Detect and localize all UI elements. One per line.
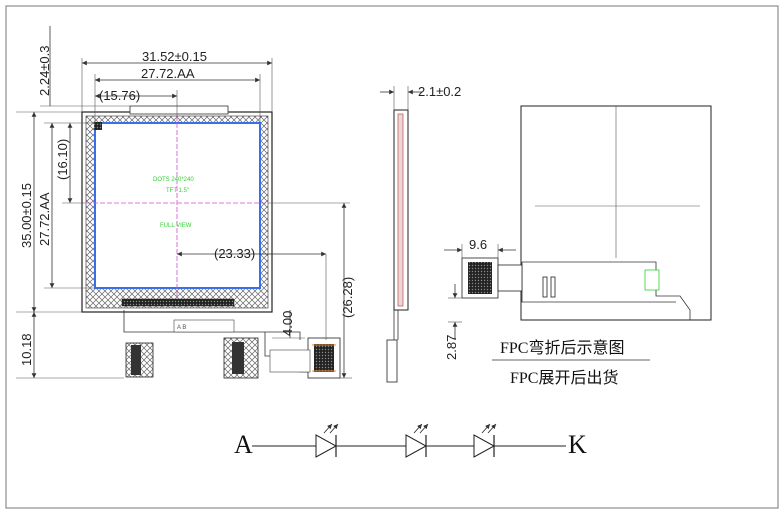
dim-width-aa: 27.72.AA [141,66,195,81]
side-view: 2.1±0.2 [380,84,461,383]
dim-fpc-width: 4.00 [280,311,295,336]
caption-bent: FPC弯折后示意图 [500,338,624,357]
screen-text-dots: DOTS 240*240 [153,177,194,183]
stiffener-right-dark [232,342,244,374]
led-diode-1 [315,423,339,458]
dim-thickness: 2.1±0.2 [418,84,461,99]
active-area [94,122,261,289]
dim-top-offset: 2.24±0.3 [37,45,52,96]
screen-text-tft: TFT 1.5" [166,188,189,194]
anode-label: A [234,430,253,459]
dim-fpc-offset: (23.33) [214,246,255,261]
sheet-border [5,5,779,509]
back-view: 9.6 2.87 FPC弯折后示意图 FPC展开后出货 [444,105,712,387]
back-fpc-slot-1 [542,276,548,298]
top-tab [129,105,229,115]
dim-height-aa: 27.72.AA [37,192,52,246]
screen-text-view: FULL VIEW [160,223,192,229]
corner-marker [94,122,102,130]
dim-connector-height: 2.87 [444,335,459,360]
dim-connector-width: 9.6 [469,237,487,252]
led-diode-3 [473,423,497,458]
front-view: DOTS 240*240 TFT 1.5" FULL VIEW A B 31.5… [16,26,355,379]
dim-center-x: (15.76) [99,88,140,103]
dim-fpc-tail: 10.18 [19,333,34,366]
fpc-sub-panel [173,319,235,333]
led-diode-2 [405,423,429,458]
pad-strip [121,298,235,307]
back-connector-pins [468,262,492,294]
fpc-connector-pins [314,344,334,372]
cathode-label: K [568,430,587,459]
side-fpc-stiffener [386,339,398,383]
back-connector-neck [497,264,523,292]
side-glass [397,113,404,307]
dim-width-outline: 31.52±0.15 [142,49,207,64]
dim-height-outline: 35.00±0.15 [19,183,34,248]
dim-center-y: (16.10) [55,139,70,180]
caption-flat: FPC展开后出货 [510,369,618,387]
back-fpc-chip [644,269,660,291]
back-fpc-slot-2 [550,276,556,298]
fpc-tail [269,349,311,373]
fpc-label: A B [177,325,186,331]
led-circuit: A K [234,423,587,459]
stiffener-left-dark [131,345,141,375]
dim-fpc-length: (26.28) [340,277,355,318]
